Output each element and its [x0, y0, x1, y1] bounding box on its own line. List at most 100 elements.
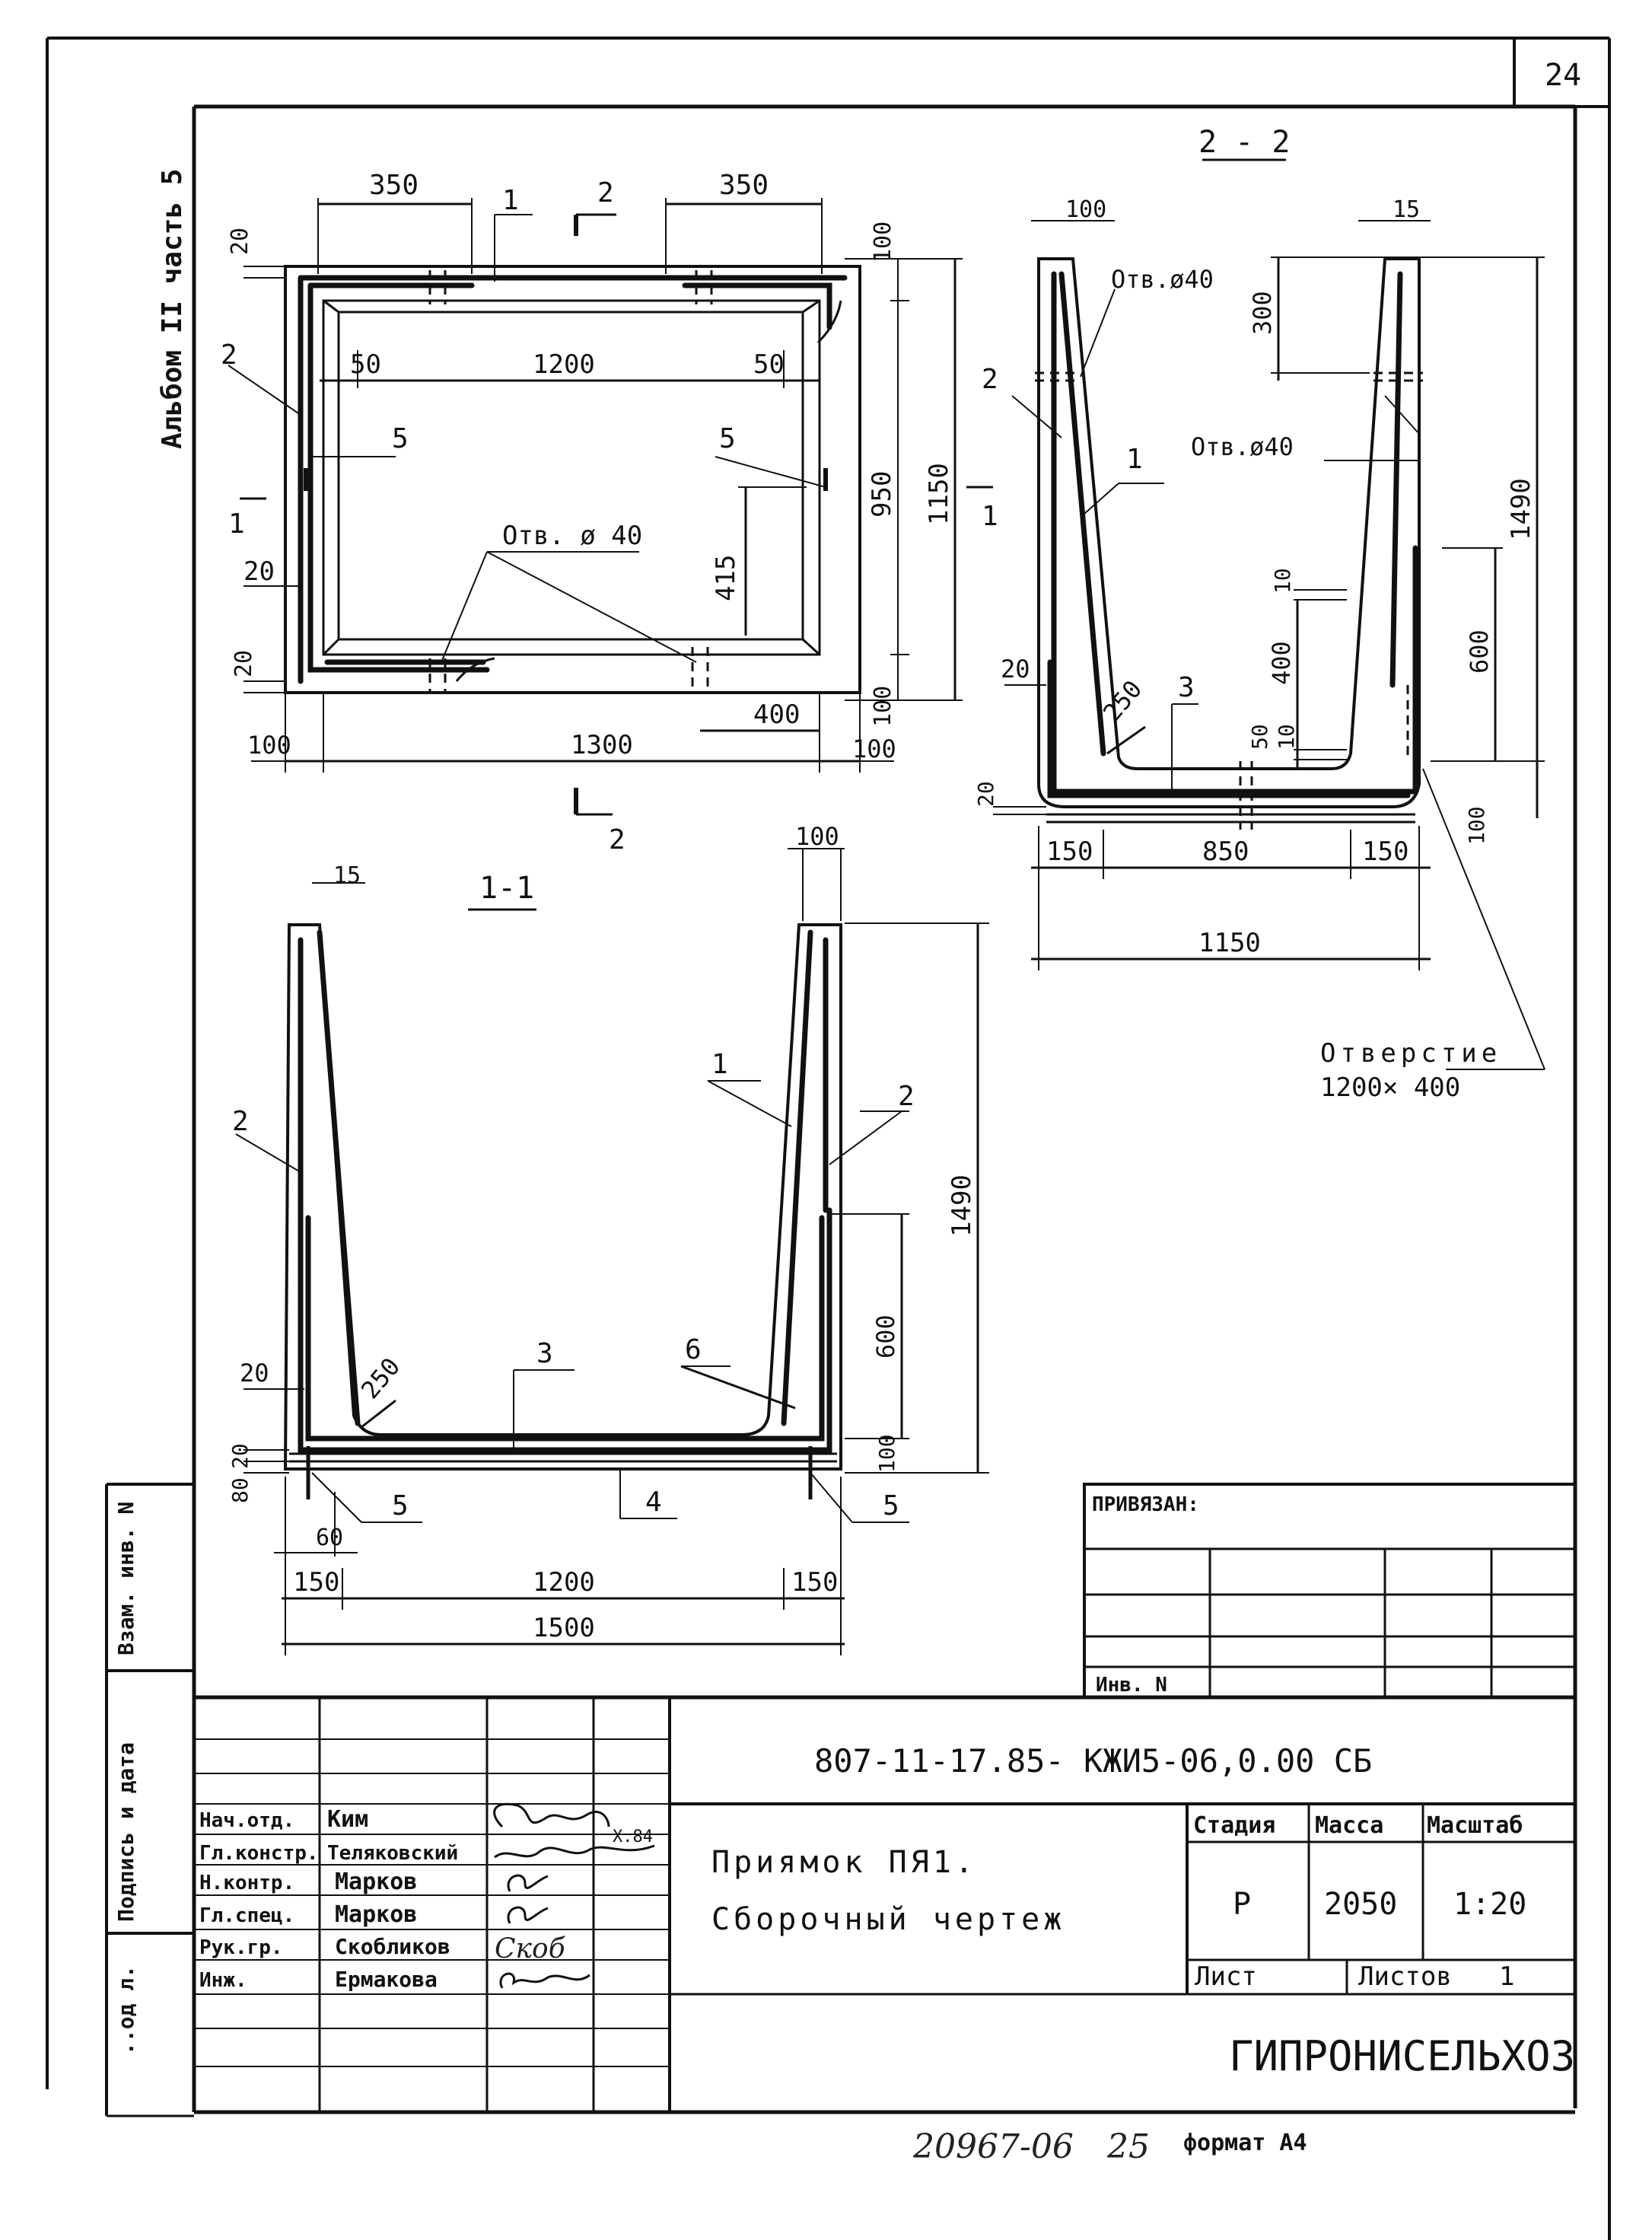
signature-markov-2	[507, 1906, 549, 1924]
signature-kim	[493, 1802, 610, 1828]
s1-dim-20-b: 20	[228, 1443, 253, 1469]
scale-header: Масштаб	[1427, 1812, 1523, 1839]
s2-dim-10-top: 10	[1270, 568, 1295, 594]
s2-dim-10-bottom: 10	[1274, 724, 1299, 750]
s2-dim-150-right: 150	[1362, 836, 1408, 867]
name-4: Скобликов	[335, 1934, 450, 1959]
format-label: формат А4	[1183, 2130, 1307, 2156]
signature-telyakovsky	[494, 1844, 655, 1859]
plan-dim-350-left: 350	[369, 170, 419, 201]
s1-pos-2-left: 2	[232, 1106, 249, 1137]
roles-table: Нач.отд. Ким Гл.констр. Теляковский X.84…	[199, 1806, 653, 1992]
role-2: Н.контр.	[199, 1872, 294, 1894]
s2-radius: 250	[1097, 674, 1147, 727]
binding-header: ПРИВЯЗАН:	[1092, 1493, 1199, 1516]
plan-section-mark-right: 1	[982, 501, 998, 532]
s2-dim-600: 600	[1465, 629, 1494, 674]
s2-dim-50: 50	[1247, 724, 1272, 750]
plan-dim-50-right: 50	[753, 349, 785, 380]
s2-dim-100: 100	[1065, 196, 1106, 223]
s1-dim-600: 600	[871, 1314, 900, 1359]
plan-dim-400: 400	[753, 699, 800, 730]
plan-dim-50-left: 50	[350, 349, 381, 380]
organization: ГИПРОНИСЕЛЬХОЗ	[1229, 2032, 1575, 2080]
plan-dim-100-left: 100	[247, 731, 291, 760]
s2-hole-right: Отв.ø40	[1191, 432, 1294, 461]
plan-dim-20-mid: 20	[244, 556, 275, 587]
plan-dim-20-bottom: 20	[231, 650, 257, 677]
strip-vzam: Взам. инв. N	[113, 1502, 138, 1655]
plan-view	[284, 265, 861, 694]
s2-dim-150-left: 150	[1046, 836, 1093, 867]
strip-podpis: Подпись и дата	[113, 1742, 138, 1922]
s1-dim-20: 20	[240, 1359, 269, 1388]
section-1-1-labels: 1-1 15 100 1 2 2 1490 600 3 6 250 20 80 …	[228, 822, 977, 1643]
title-line-1: Приямок ПЯ1.	[711, 1845, 977, 1880]
s2-dim-400: 400	[1267, 641, 1296, 685]
plan-section-mark-bottom: 2	[609, 824, 625, 856]
s1-pos-5-right: 5	[883, 1490, 899, 1521]
section-1-1-dims	[235, 848, 989, 1655]
album-note: Альбом II часть 5	[157, 169, 188, 449]
role-5: Инж.	[199, 1969, 247, 1992]
s1-dim-1500: 1500	[533, 1613, 595, 1643]
name-3: Марков	[335, 1901, 417, 1928]
s1-radius: 250	[355, 1352, 406, 1404]
signature-skoblikov: Скоб	[495, 1933, 566, 1964]
signature-markov-1	[507, 1874, 549, 1892]
plan-dim-415: 415	[711, 555, 741, 601]
plan-dim-100-top: 100	[870, 221, 896, 263]
plan-section-mark-left: 1	[228, 508, 245, 540]
section-1-1-title: 1-1	[479, 871, 534, 906]
s2-pos-3: 3	[1178, 672, 1195, 703]
strip-podl: ..од л.	[113, 1965, 138, 2055]
s2-dim-100-low: 100	[1464, 806, 1489, 845]
s1-dim-80: 80	[228, 1477, 253, 1503]
plan-dim-100-bottom: 100	[870, 686, 896, 727]
plan-hole-label: Отв. ø 40	[502, 521, 642, 551]
plan-pos-5-right: 5	[719, 423, 736, 454]
s2-dim-1490: 1490	[1506, 478, 1536, 540]
s1-pos-4: 4	[645, 1486, 662, 1518]
s2-pos-1: 1	[1126, 444, 1143, 475]
section-1-1	[283, 908, 842, 1499]
s2-hole-top-left: Отв.ø40	[1111, 265, 1214, 294]
stage-header: Стадия	[1193, 1812, 1275, 1839]
title-block	[194, 1695, 1575, 2112]
plan-dim-20-top: 20	[227, 228, 253, 255]
plan-dim-1150: 1150	[924, 463, 954, 525]
s2-opening-size: 1200× 400	[1320, 1072, 1460, 1103]
s1-pos-2-right: 2	[898, 1081, 915, 1112]
sheet-label: Лист	[1195, 1961, 1257, 1992]
scale-value: 1:20	[1453, 1887, 1526, 1922]
date-1: X.84	[613, 1827, 653, 1846]
plan-dim-950: 950	[867, 471, 897, 518]
s2-dim-1150: 1150	[1198, 928, 1261, 958]
section-2-2-title: 2 - 2	[1198, 125, 1290, 160]
archive-page: 25	[1106, 2127, 1150, 2166]
plan-pos-5-left: 5	[392, 423, 409, 454]
role-0: Нач.отд.	[199, 1809, 294, 1832]
s1-pos-3: 3	[536, 1338, 553, 1369]
s1-pos-1: 1	[711, 1049, 728, 1080]
s1-pos-6: 6	[685, 1334, 702, 1365]
s2-dim-850: 850	[1202, 836, 1249, 867]
sheet-frame	[46, 37, 1611, 2240]
s1-pos-5-left: 5	[392, 1490, 409, 1521]
plan-dim-100-right: 100	[852, 734, 896, 763]
mass-header: Масса	[1315, 1812, 1383, 1839]
binding-table	[1083, 1483, 1577, 1699]
archive-number: 20967-06	[912, 2127, 1074, 2166]
s1-dim-150-right: 150	[791, 1567, 838, 1598]
left-strip	[105, 1483, 194, 2117]
plan-section-mark-top: 2	[597, 177, 614, 209]
s1-dim-100: 100	[795, 822, 839, 851]
section-2-2-labels: 2 - 2 100 15 Отв.ø40 300 2 Отв.ø40 1 149…	[973, 125, 1536, 1103]
mass-value: 2050	[1324, 1887, 1397, 1922]
plan-dim-350-right: 350	[719, 170, 769, 201]
s2-dim-300: 300	[1248, 291, 1277, 335]
sheets-value: 1	[1499, 1961, 1514, 1992]
plan-dim-1200: 1200	[533, 349, 595, 380]
document-code: 807-11-17.85- КЖИ5-06,0.00 СБ	[814, 1742, 1372, 1780]
name-0: Ким	[327, 1806, 368, 1833]
